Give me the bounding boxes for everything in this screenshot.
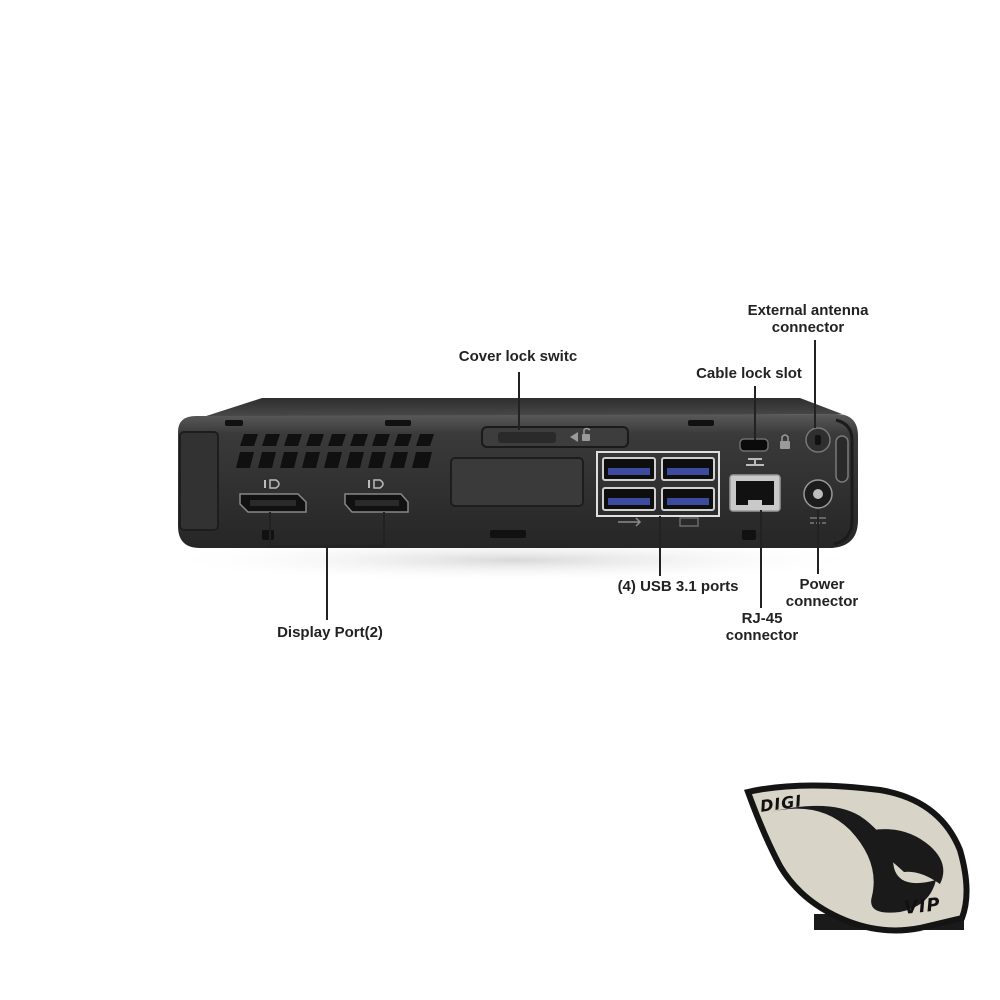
antenna-connector-notch bbox=[815, 435, 821, 445]
label-cable-lock: Cable lock slot bbox=[684, 365, 814, 382]
usb-port bbox=[661, 457, 715, 481]
label-power-connector: Power connector bbox=[772, 576, 872, 610]
network-icon bbox=[746, 458, 764, 466]
floor-shadow bbox=[155, 538, 875, 582]
label-display-port-text: Display Port(2) bbox=[277, 624, 383, 641]
label-cover-lock: Cover lock switc bbox=[438, 348, 598, 365]
chassis-top bbox=[200, 398, 842, 418]
label-usb-ports-text: (4) USB 3.1 ports bbox=[617, 578, 739, 595]
rubber-foot bbox=[179, 431, 219, 531]
side-latch bbox=[835, 435, 849, 483]
chassis-slot bbox=[688, 420, 714, 426]
displayport-icon bbox=[264, 479, 280, 489]
label-external-antenna: External antenna connector bbox=[738, 302, 878, 336]
power-connector-pin bbox=[813, 489, 823, 499]
label-cover-lock-text: Cover lock switc bbox=[458, 348, 578, 365]
lock-icon bbox=[780, 434, 790, 449]
unlock-icon bbox=[570, 427, 591, 442]
label-power-line1: Power bbox=[799, 576, 845, 593]
usb-port bbox=[602, 487, 656, 511]
label-cable-lock-text: Cable lock slot bbox=[696, 365, 802, 382]
label-rj45-line1: RJ-45 bbox=[741, 610, 783, 627]
cover-lock-knob bbox=[498, 432, 556, 443]
logo-swoosh bbox=[770, 805, 936, 913]
usb-port bbox=[661, 487, 715, 511]
label-display-port: Display Port(2) bbox=[260, 624, 400, 641]
chassis-right-edge bbox=[833, 418, 854, 546]
usb-icon-mark bbox=[679, 517, 699, 527]
blank-panel bbox=[450, 457, 584, 507]
chassis-slot bbox=[225, 420, 243, 426]
chassis-slot bbox=[262, 530, 274, 540]
label-rj45-connector: RJ-45 connector bbox=[712, 610, 812, 644]
usb-highlight-box bbox=[596, 451, 720, 517]
label-external-antenna-line2: connector bbox=[771, 319, 845, 336]
usb-port bbox=[602, 457, 656, 481]
chassis-slot bbox=[742, 530, 756, 540]
chassis-slot bbox=[385, 420, 411, 426]
cable-lock-slot bbox=[739, 438, 769, 452]
digi-vip-logo bbox=[744, 782, 970, 934]
rj45-port bbox=[729, 474, 781, 512]
displayport-icon bbox=[368, 479, 384, 489]
usb-ss-icon bbox=[618, 517, 642, 527]
logo-word-vip: VIP bbox=[903, 894, 942, 919]
logo-swoosh bbox=[856, 829, 944, 884]
chassis-slot bbox=[490, 530, 526, 538]
displayport-1 bbox=[239, 493, 307, 513]
vent-grille bbox=[236, 434, 434, 468]
label-rj45-line2: connector bbox=[725, 627, 799, 644]
label-external-antenna-line1: External antenna bbox=[747, 302, 869, 319]
label-power-line2: connector bbox=[785, 593, 859, 610]
label-usb-ports: (4) USB 3.1 ports bbox=[608, 578, 748, 595]
callout-lines bbox=[269, 340, 819, 620]
displayport-2 bbox=[344, 493, 409, 513]
